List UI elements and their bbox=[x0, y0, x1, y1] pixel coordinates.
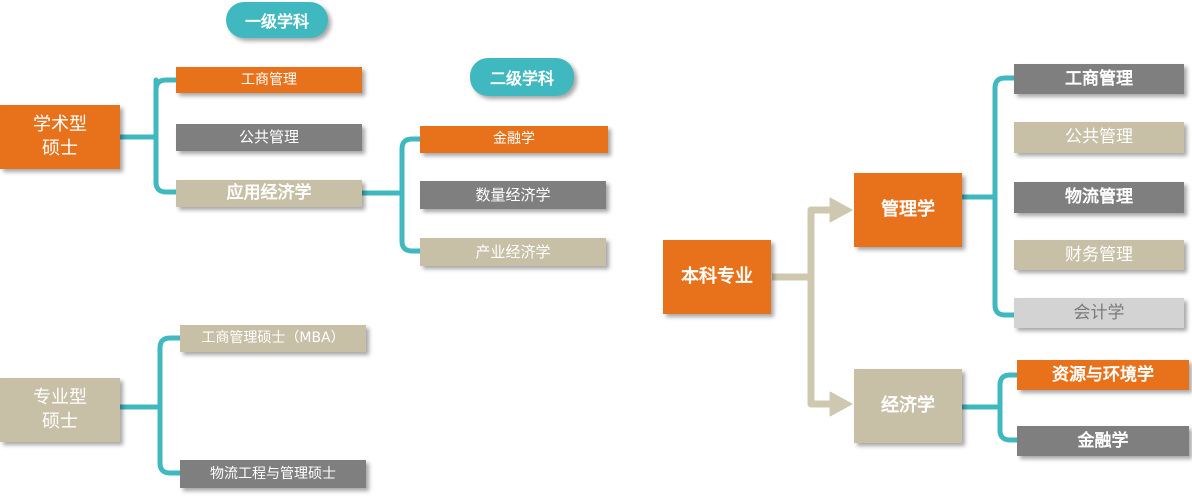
academic-bracket bbox=[117, 77, 179, 195]
root-arrows bbox=[772, 197, 853, 417]
professional-item-mba[interactable]: 工商管理硕士（MBA） bbox=[180, 325, 366, 352]
economics-item-resource-environment[interactable]: 资源与环境学 bbox=[1017, 360, 1189, 390]
level1-badge: 一级学科 bbox=[226, 2, 328, 38]
level1-item-public-admin[interactable]: 公共管理 bbox=[176, 124, 362, 151]
academic-master-node[interactable]: 学术型 硕士 bbox=[0, 105, 120, 169]
management-node[interactable]: 管理学 bbox=[854, 173, 962, 247]
management-bracket bbox=[959, 75, 1017, 318]
level2-item-quantitative-economics[interactable]: 数量经济学 bbox=[420, 181, 606, 209]
level2-item-industrial-economics[interactable]: 产业经济学 bbox=[420, 238, 606, 266]
management-item-logistics[interactable]: 物流管理 bbox=[1014, 182, 1184, 213]
applied-econ-bracket bbox=[359, 136, 423, 254]
management-item-public-admin[interactable]: 公共管理 bbox=[1014, 122, 1184, 153]
level2-item-finance[interactable]: 金融学 bbox=[420, 126, 608, 153]
economics-bracket bbox=[959, 372, 1020, 443]
management-item-business-admin[interactable]: 工商管理 bbox=[1014, 64, 1184, 94]
undergraduate-root-node[interactable]: 本科专业 bbox=[663, 240, 771, 314]
professional-bracket bbox=[117, 335, 183, 476]
management-item-accounting[interactable]: 会计学 bbox=[1014, 298, 1184, 328]
level2-badge: 二级学科 bbox=[470, 58, 574, 96]
management-item-financial-management[interactable]: 财务管理 bbox=[1014, 240, 1184, 270]
professional-item-logistics[interactable]: 物流工程与管理硕士 bbox=[180, 460, 366, 488]
economics-node[interactable]: 经济学 bbox=[854, 369, 962, 443]
professional-master-node[interactable]: 专业型 硕士 bbox=[0, 378, 120, 442]
level1-item-business-admin[interactable]: 工商管理 bbox=[176, 67, 362, 93]
economics-item-finance[interactable]: 金融学 bbox=[1017, 426, 1189, 456]
level1-item-applied-economics[interactable]: 应用经济学 bbox=[176, 180, 362, 207]
